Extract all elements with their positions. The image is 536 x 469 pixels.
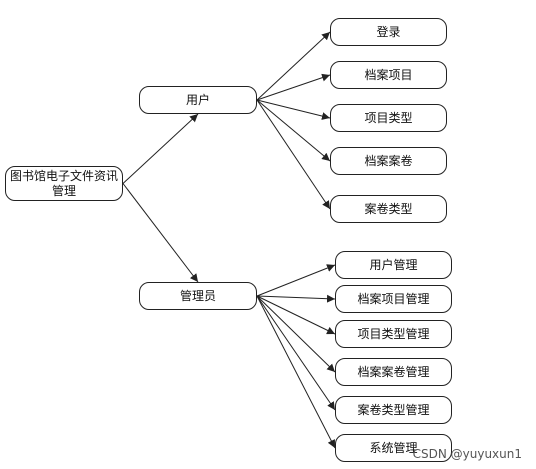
leaf-node-archive-file: 档案案卷	[330, 147, 447, 175]
watermark-text: CSDN @yuyuxun1	[412, 447, 522, 461]
leaf-node-label: 项目类型管理	[357, 326, 430, 341]
leaf-node-project-type: 项目类型	[330, 104, 447, 132]
edge-branch-1-to-child-0	[256, 264, 336, 297]
leaf-node-file-type: 案卷类型	[330, 195, 447, 223]
edge-branch-0-to-child-0	[256, 31, 331, 101]
leaf-node-project-type-management: 项目类型管理	[335, 320, 452, 348]
branch-node-label: 管理员	[179, 288, 216, 303]
edge-branch-0-to-child-4	[256, 99, 331, 210]
leaf-node-label: 档案案卷管理	[357, 364, 430, 379]
edge-branch-1-to-child-5	[256, 295, 336, 449]
leaf-node-label: 档案案卷	[364, 153, 413, 168]
leaf-node-label: 登录	[376, 24, 401, 39]
root-node-library-e-file-management: 图书馆电子文件资讯管理	[5, 166, 123, 201]
leaf-node-label: 档案项目管理	[357, 291, 430, 306]
branch-node-label: 用户	[185, 92, 210, 107]
leaf-node-archive-project: 档案项目	[330, 61, 447, 89]
edge-branch-1-to-child-4	[256, 295, 336, 411]
edge-branch-0-to-child-2	[256, 99, 331, 120]
branch-node-admin: 管理员	[139, 282, 257, 310]
leaf-node-label: 案卷类型管理	[357, 402, 430, 417]
leaf-node-archive-file-management: 档案案卷管理	[335, 358, 452, 386]
leaf-node-label: 档案项目	[364, 67, 413, 82]
branch-node-user: 用户	[139, 86, 257, 114]
leaf-node-label: 系统管理	[369, 440, 418, 455]
leaf-node-label: 案卷类型	[364, 201, 413, 216]
leaf-node-system-management: 系统管理	[335, 434, 452, 462]
edge-root-to-branch-0	[122, 113, 199, 184]
edge-branch-0-to-child-3	[256, 99, 331, 162]
leaf-node-label: 项目类型	[364, 110, 413, 125]
leaf-node-user-management: 用户管理	[335, 251, 452, 279]
edge-branch-1-to-child-1	[256, 294, 336, 303]
edge-root-to-branch-1	[122, 183, 199, 283]
edge-branch-0-to-child-1	[256, 73, 331, 101]
root-node-label: 图书馆电子文件资讯管理	[10, 168, 119, 198]
leaf-node-file-type-management: 案卷类型管理	[335, 396, 452, 424]
edge-branch-1-to-child-2	[256, 295, 336, 335]
leaf-node-label: 用户管理	[369, 257, 418, 272]
edge-branch-1-to-child-3	[256, 295, 336, 373]
leaf-node-login: 登录	[330, 18, 447, 46]
leaf-node-archive-project-management: 档案项目管理	[335, 285, 452, 313]
